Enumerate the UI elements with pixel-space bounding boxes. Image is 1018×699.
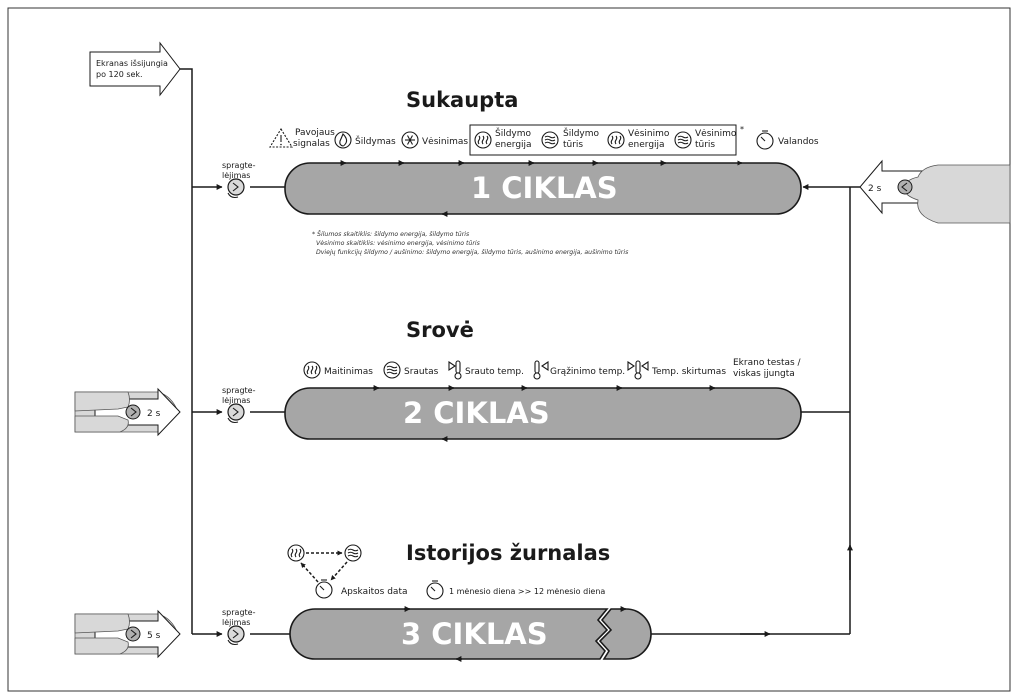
flow-icon [541, 131, 559, 149]
section-title-accumulated: Sukaupta [406, 88, 518, 112]
flow-icon [383, 361, 401, 379]
hold-arrow-cycle-2[interactable] [74, 387, 181, 437]
heat-waves-icon [607, 131, 625, 149]
cycle-3-label: 3 CIKLAS [401, 617, 548, 651]
click-label-1-line1: spragte- [222, 161, 256, 170]
meter-type-items-box [469, 124, 737, 156]
heat-waves-icon [474, 131, 492, 149]
item-cool-volume-line2: tūris [695, 140, 715, 150]
hold-arrow-cycle-3[interactable] [74, 609, 181, 659]
item-month-days: 1 mėnesio diena >> 12 mėnesio diena [449, 587, 605, 596]
item-alarm-line1: Pavojaus [295, 128, 335, 138]
screen-off-text-line1: Ekranas išsijungia [96, 58, 168, 68]
hold-label-cycle-1: 2 s [868, 184, 882, 194]
section-title-history: Istorijos žurnalas [406, 541, 610, 565]
flow-icon [344, 544, 362, 562]
item-billing-date: Apskaitos data [341, 587, 408, 597]
click-button-cycle-3[interactable] [227, 625, 245, 646]
flame-icon [334, 131, 352, 149]
item-power: Maitinimas [324, 367, 373, 377]
item-temp-diff: Temp. skirtumas [651, 367, 726, 377]
item-display-test-line1: Ekrano testas / [733, 358, 802, 368]
footnote-cool-meter: Vėsinimo skaitiklis: vėsinimo energija, … [316, 239, 481, 247]
hold-arrow-cycle-1[interactable] [859, 159, 1011, 224]
cycle-3-pill[interactable] [289, 608, 652, 660]
screen-off-text-line2: po 120 sek. [96, 70, 143, 79]
item-flow-temp: Srauto temp. [465, 367, 524, 377]
item-heating: Šildymas [355, 135, 396, 147]
flow-arrows [340, 160, 716, 662]
click-label-3-line2: lėjimas [222, 618, 250, 627]
item-return-temp: Grąžinimo temp. [550, 367, 625, 377]
history-triangle-diagram [287, 544, 362, 599]
item-cool-energy-line2: energija [628, 140, 665, 150]
warning-icon [269, 127, 293, 148]
item-alarm-line2: signalas [293, 139, 330, 149]
flow-icon [674, 131, 692, 149]
heat-waves-icon [303, 361, 321, 379]
footnote-heat-meter: * Šilumos skaitiklis: šildymo energija, … [312, 229, 470, 238]
stopwatch-icon [756, 130, 774, 150]
heat-waves-icon [287, 544, 305, 562]
asterisk-mark: * [740, 125, 744, 134]
flow-temp-icon [448, 360, 462, 380]
click-label-2-line2: lėjimas [222, 396, 250, 405]
click-label-3-line1: spragte- [222, 608, 256, 617]
cycle-1-label: 1 CIKLAS [471, 171, 618, 205]
item-hours: Valandos [778, 137, 819, 147]
connector-lines [180, 68, 860, 637]
return-temp-icon [533, 360, 549, 380]
item-heat-volume-line2: tūris [563, 140, 583, 150]
diagram-frame [7, 7, 1011, 692]
footnote-dual-meter: Dviejų funkcijų šildymo / aušinimo: šild… [316, 248, 629, 256]
stopwatch-icon [315, 579, 333, 599]
item-cool-volume-line1: Vėsinimo [695, 129, 737, 139]
cycle-2-label: 2 CIKLAS [403, 396, 550, 430]
section-title-current: Srovė [406, 318, 474, 342]
click-label-2-line1: spragte- [222, 386, 256, 395]
item-cooling: Vėsinimas [422, 137, 468, 147]
item-flow: Srautas [404, 367, 439, 377]
hold-label-cycle-3: 5 s [147, 631, 161, 641]
snowflake-icon [401, 131, 419, 149]
cycle-1-pill[interactable] [284, 160, 802, 215]
hold-label-cycle-2: 2 s [147, 409, 161, 419]
stopwatch-icon [426, 580, 444, 600]
screen-off-arrow: Ekranas išsijungia po 120 sek. [89, 41, 181, 97]
item-heat-volume-line1: Šildymo [563, 127, 600, 139]
temp-diff-icon [627, 360, 649, 380]
cycle-2-pill[interactable] [284, 387, 802, 440]
click-button-cycle-2[interactable] [227, 403, 245, 424]
item-heat-energy-line1: Šildymo [495, 127, 532, 139]
click-button-cycle-1[interactable] [227, 178, 245, 199]
item-heat-energy-line2: energija [495, 140, 532, 150]
item-display-test-line2: viskas įjungta [733, 369, 795, 379]
item-cool-energy-line1: Vėsinimo [628, 129, 670, 139]
click-label-1-line2: lėjimas [222, 171, 250, 180]
